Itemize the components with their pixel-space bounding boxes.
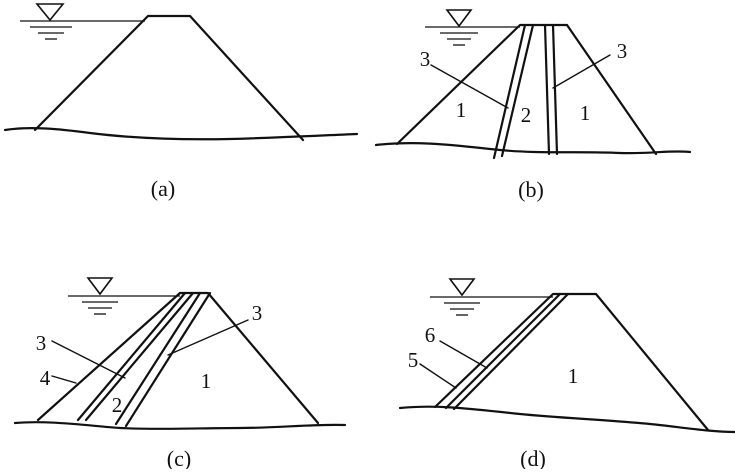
label-3-right-b: 3: [617, 39, 628, 63]
label-1-d: 1: [568, 364, 579, 388]
leader-5-d: [419, 363, 457, 389]
panel-d: 6 5 1 (d): [398, 278, 735, 471]
inclined-facing-d: [444, 292, 570, 411]
label-5-d: 5: [408, 348, 419, 372]
leader-6-d: [439, 340, 488, 369]
dam-outline-d: [433, 292, 710, 432]
dam-outline-b: [395, 23, 658, 156]
leader-3-right-b: [552, 54, 611, 89]
ground-line-d: [398, 405, 735, 434]
inclined-core-c: [114, 291, 212, 428]
vertical-core-b: [543, 23, 559, 156]
caption-b: (b): [518, 177, 544, 202]
water-level-symbol-d: [430, 278, 553, 316]
label-6-d: 6: [425, 323, 436, 347]
label-2-b: 2: [521, 103, 532, 127]
label-2-c: 2: [112, 393, 123, 417]
dam-body-a: [33, 14, 305, 142]
caption-a: (a): [151, 176, 175, 201]
panel-c: 3 4 2 3 1 (c): [13, 277, 347, 471]
label-1-c: 1: [201, 369, 212, 393]
leader-3-right-c: [167, 319, 249, 356]
water-level-symbol-c: [68, 277, 180, 315]
water-level-symbol-b: [425, 9, 520, 46]
leader-4-c: [51, 375, 77, 384]
upstream-slope-protection-c: [76, 291, 195, 422]
label-3-right-c: 3: [252, 301, 263, 325]
leader-3-left-c: [51, 340, 126, 379]
caption-c: (c): [167, 446, 191, 469]
ground-line-a: [3, 127, 359, 141]
panel-a: (a): [3, 3, 359, 201]
inclined-core-b: [492, 23, 535, 160]
water-level-symbol-a: [20, 3, 145, 40]
label-3-left-c: 3: [36, 331, 47, 355]
caption-d: (d): [520, 446, 546, 469]
label-3-left-b: 3: [420, 47, 431, 71]
label-1-left-b: 1: [456, 98, 467, 122]
label-1-right-b: 1: [580, 101, 591, 125]
leader-3-left-b: [430, 64, 509, 109]
ground-line-b: [374, 142, 692, 155]
label-4-c: 4: [40, 366, 51, 390]
panel-b: 3 1 2 1 3 (b): [374, 9, 692, 202]
ground-line-c: [13, 421, 347, 430]
